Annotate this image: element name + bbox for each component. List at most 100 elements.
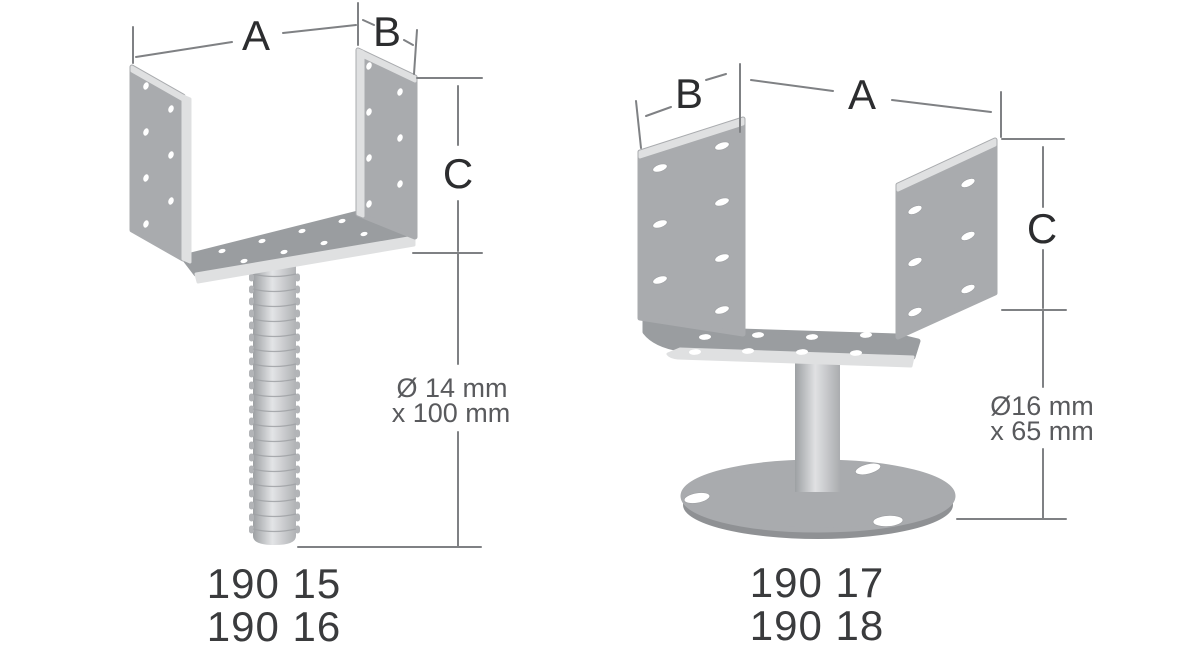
tube-spec-line1: Ø16 mm	[990, 391, 1094, 421]
hole	[860, 332, 872, 338]
dim-b-label: B	[675, 70, 703, 117]
hole	[907, 307, 923, 317]
threaded-rod	[249, 266, 300, 545]
hole	[907, 205, 923, 215]
right-plate-top-edge	[896, 138, 997, 192]
hole	[397, 88, 403, 96]
right-side-plate	[895, 137, 998, 340]
rod-thread-ribs	[252, 273, 297, 533]
hole	[168, 197, 174, 205]
hole	[960, 178, 976, 188]
hole	[218, 248, 226, 254]
left-plate-edge-highlight	[181, 94, 192, 264]
hole	[143, 174, 149, 182]
hole	[397, 180, 403, 188]
hole	[143, 128, 149, 136]
hole	[143, 82, 149, 90]
hole	[168, 151, 174, 159]
hole	[699, 334, 711, 340]
left-plate-top-edge	[638, 117, 745, 159]
hole	[796, 349, 808, 355]
product-code: 190 15	[207, 560, 341, 607]
dim-a-line	[135, 24, 357, 58]
bottom-plate-holes	[689, 332, 872, 356]
dim-c-right: C Ø16 mm x 65 mm	[956, 138, 1094, 520]
left-plate-holes	[143, 82, 174, 228]
right-plate-top-edge	[356, 48, 417, 83]
tube-spec-line2: x 65 mm	[990, 416, 1094, 446]
dim-c-label: C	[443, 150, 473, 197]
hole	[960, 284, 976, 294]
hole	[298, 228, 306, 234]
product-code: 190 16	[207, 603, 341, 646]
bottom-plate-front-edge	[666, 347, 915, 368]
hole	[742, 348, 754, 354]
hole	[240, 258, 248, 264]
hole	[280, 249, 288, 255]
dim-b-line	[645, 73, 727, 117]
left-plate-holes	[652, 141, 730, 315]
rod-body	[253, 266, 296, 545]
right-plate-face	[895, 137, 998, 340]
hole	[714, 197, 730, 207]
left-plate-top-edge	[130, 65, 185, 102]
bottom-plate-front-edge	[194, 235, 416, 284]
figure-right-post-anchor: B A C Ø16 mm x 65 mm 190 17 190 18	[635, 63, 1094, 646]
hole	[689, 349, 701, 355]
rod-spec-line1: Ø 14 mm	[396, 373, 507, 403]
left-side-plate	[129, 64, 192, 264]
hole	[652, 275, 668, 285]
hole	[652, 219, 668, 229]
dim-b-label: B	[373, 8, 401, 55]
dim-a-label: A	[242, 12, 270, 59]
hole	[752, 332, 764, 338]
dim-c-left: C Ø 14 mm x 100 mm	[297, 77, 511, 548]
hole	[168, 105, 174, 113]
figure-left-post-anchor: A B C Ø 14 mm x 100 mm 190 15 190 16	[129, 2, 511, 646]
hole	[143, 220, 149, 228]
dim-a-left: A	[132, 12, 357, 64]
hole	[360, 231, 368, 237]
dim-b-tick-right	[413, 29, 418, 75]
product-code: 190 17	[750, 559, 884, 606]
dim-b-line	[362, 19, 414, 46]
hole	[258, 238, 266, 244]
hole	[907, 257, 923, 267]
dim-a-label: A	[848, 71, 876, 118]
hole	[366, 62, 372, 70]
right-plate-holes	[907, 178, 976, 317]
dim-b-right: B	[635, 70, 727, 149]
base-slot-hole	[872, 515, 904, 527]
round-base-plate	[680, 459, 956, 539]
hole	[850, 350, 862, 356]
bottom-plate	[180, 210, 417, 284]
hole	[366, 154, 372, 162]
hole	[960, 231, 976, 241]
right-side-plate	[355, 47, 418, 240]
hole	[338, 218, 346, 224]
hole	[806, 334, 818, 340]
dim-c-label: C	[1027, 205, 1057, 252]
hole	[714, 305, 730, 315]
hole	[714, 253, 730, 263]
base-slot-hole	[854, 462, 882, 476]
product-codes-right: 190 17 190 18	[750, 559, 884, 646]
dim-b-tick-left	[635, 100, 642, 149]
right-plate-edge-highlight	[356, 48, 365, 218]
rod-spec-line2: x 100 mm	[392, 398, 511, 428]
dim-a-right: A	[739, 63, 1002, 138]
hole	[652, 163, 668, 173]
left-side-plate	[637, 116, 746, 337]
dim-b-left: B	[357, 2, 418, 75]
bottom-plate-holes	[218, 218, 368, 264]
hole	[366, 200, 372, 208]
dim-a-line	[750, 79, 992, 113]
product-codes-left: 190 15 190 16	[207, 560, 341, 646]
hole	[366, 108, 372, 116]
hole	[714, 141, 730, 151]
hole	[320, 240, 328, 246]
right-plate-holes	[366, 62, 403, 208]
product-code: 190 18	[750, 602, 884, 646]
